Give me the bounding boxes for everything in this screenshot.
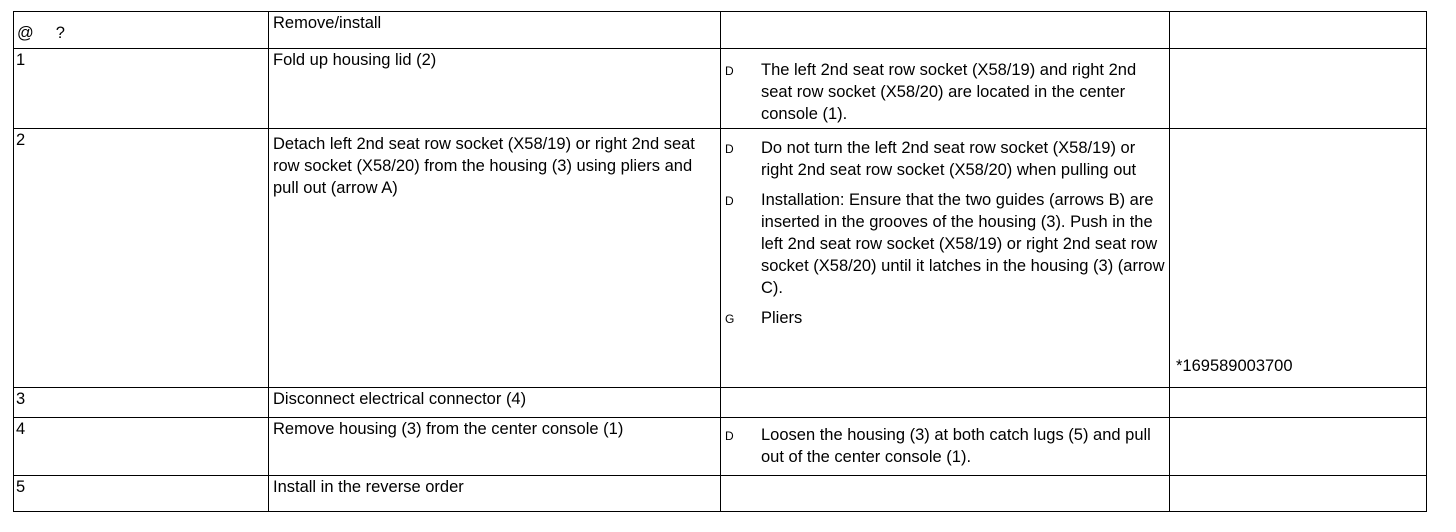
part-number (1169, 475, 1427, 512)
step-action: Disconnect electrical connector (4) (268, 387, 721, 418)
note-text: Loosen the housing (3) at both catch lug… (761, 426, 1151, 466)
note: D Installation: Ensure that the two guid… (725, 189, 1165, 299)
table-row: 4 Remove housing (3) from the center con… (13, 417, 1427, 476)
header-row: @? Remove/install (13, 11, 1427, 49)
step-number: 5 (13, 475, 269, 512)
note-text: Pliers (761, 309, 803, 327)
step-action: Remove housing (3) from the center conso… (268, 417, 721, 476)
step-number: 3 (13, 387, 269, 418)
header-title: Remove/install (268, 11, 721, 49)
note-marker: D (725, 142, 734, 156)
step-notes: D The left 2nd seat row socket (X58/19) … (720, 48, 1170, 129)
note: D Loosen the housing (3) at both catch l… (725, 424, 1165, 468)
question-symbol: ? (55, 24, 65, 42)
step-notes (720, 475, 1170, 512)
procedure-table: @? Remove/install 1 Fold up housing lid … (13, 11, 1427, 512)
table-row: 3 Disconnect electrical connector (4) (13, 387, 1427, 418)
note-marker: G (725, 312, 735, 326)
step-notes (720, 387, 1170, 418)
note: G Pliers (725, 307, 1165, 330)
step-notes: D Loosen the housing (3) at both catch l… (720, 417, 1170, 476)
header-empty-notes (720, 11, 1170, 49)
step-action: Install in the reverse order (268, 475, 721, 512)
step-number: 1 (13, 48, 269, 129)
note: D The left 2nd seat row socket (X58/19) … (725, 59, 1165, 125)
note-text: The left 2nd seat row socket (X58/19) an… (761, 61, 1137, 123)
part-number (1169, 417, 1427, 476)
table-row: 1 Fold up housing lid (2) D The left 2nd… (13, 48, 1427, 129)
step-action: Detach left 2nd seat row socket (X58/19)… (268, 128, 721, 388)
part-number (1169, 387, 1427, 418)
table-row: 2 Detach left 2nd seat row socket (X58/1… (13, 128, 1427, 388)
table-row: 5 Install in the reverse order (13, 475, 1427, 512)
at-symbol: @ (17, 24, 34, 42)
note: D Do not turn the left 2nd seat row sock… (725, 137, 1165, 181)
note-text: Do not turn the left 2nd seat row socket… (761, 139, 1137, 179)
step-number: 4 (13, 417, 269, 476)
step-action: Fold up housing lid (2) (268, 48, 721, 129)
header-empty-parts (1169, 11, 1427, 49)
note-marker: D (725, 429, 734, 443)
part-number: *169589003700 (1169, 128, 1427, 388)
step-number: 2 (13, 128, 269, 388)
header-symbols: @? (13, 11, 269, 49)
note-marker: D (725, 194, 734, 208)
note-marker: D (725, 64, 734, 78)
note-text: Installation: Ensure that the two guides… (761, 191, 1165, 297)
part-number (1169, 48, 1427, 129)
step-notes: D Do not turn the left 2nd seat row sock… (720, 128, 1170, 388)
